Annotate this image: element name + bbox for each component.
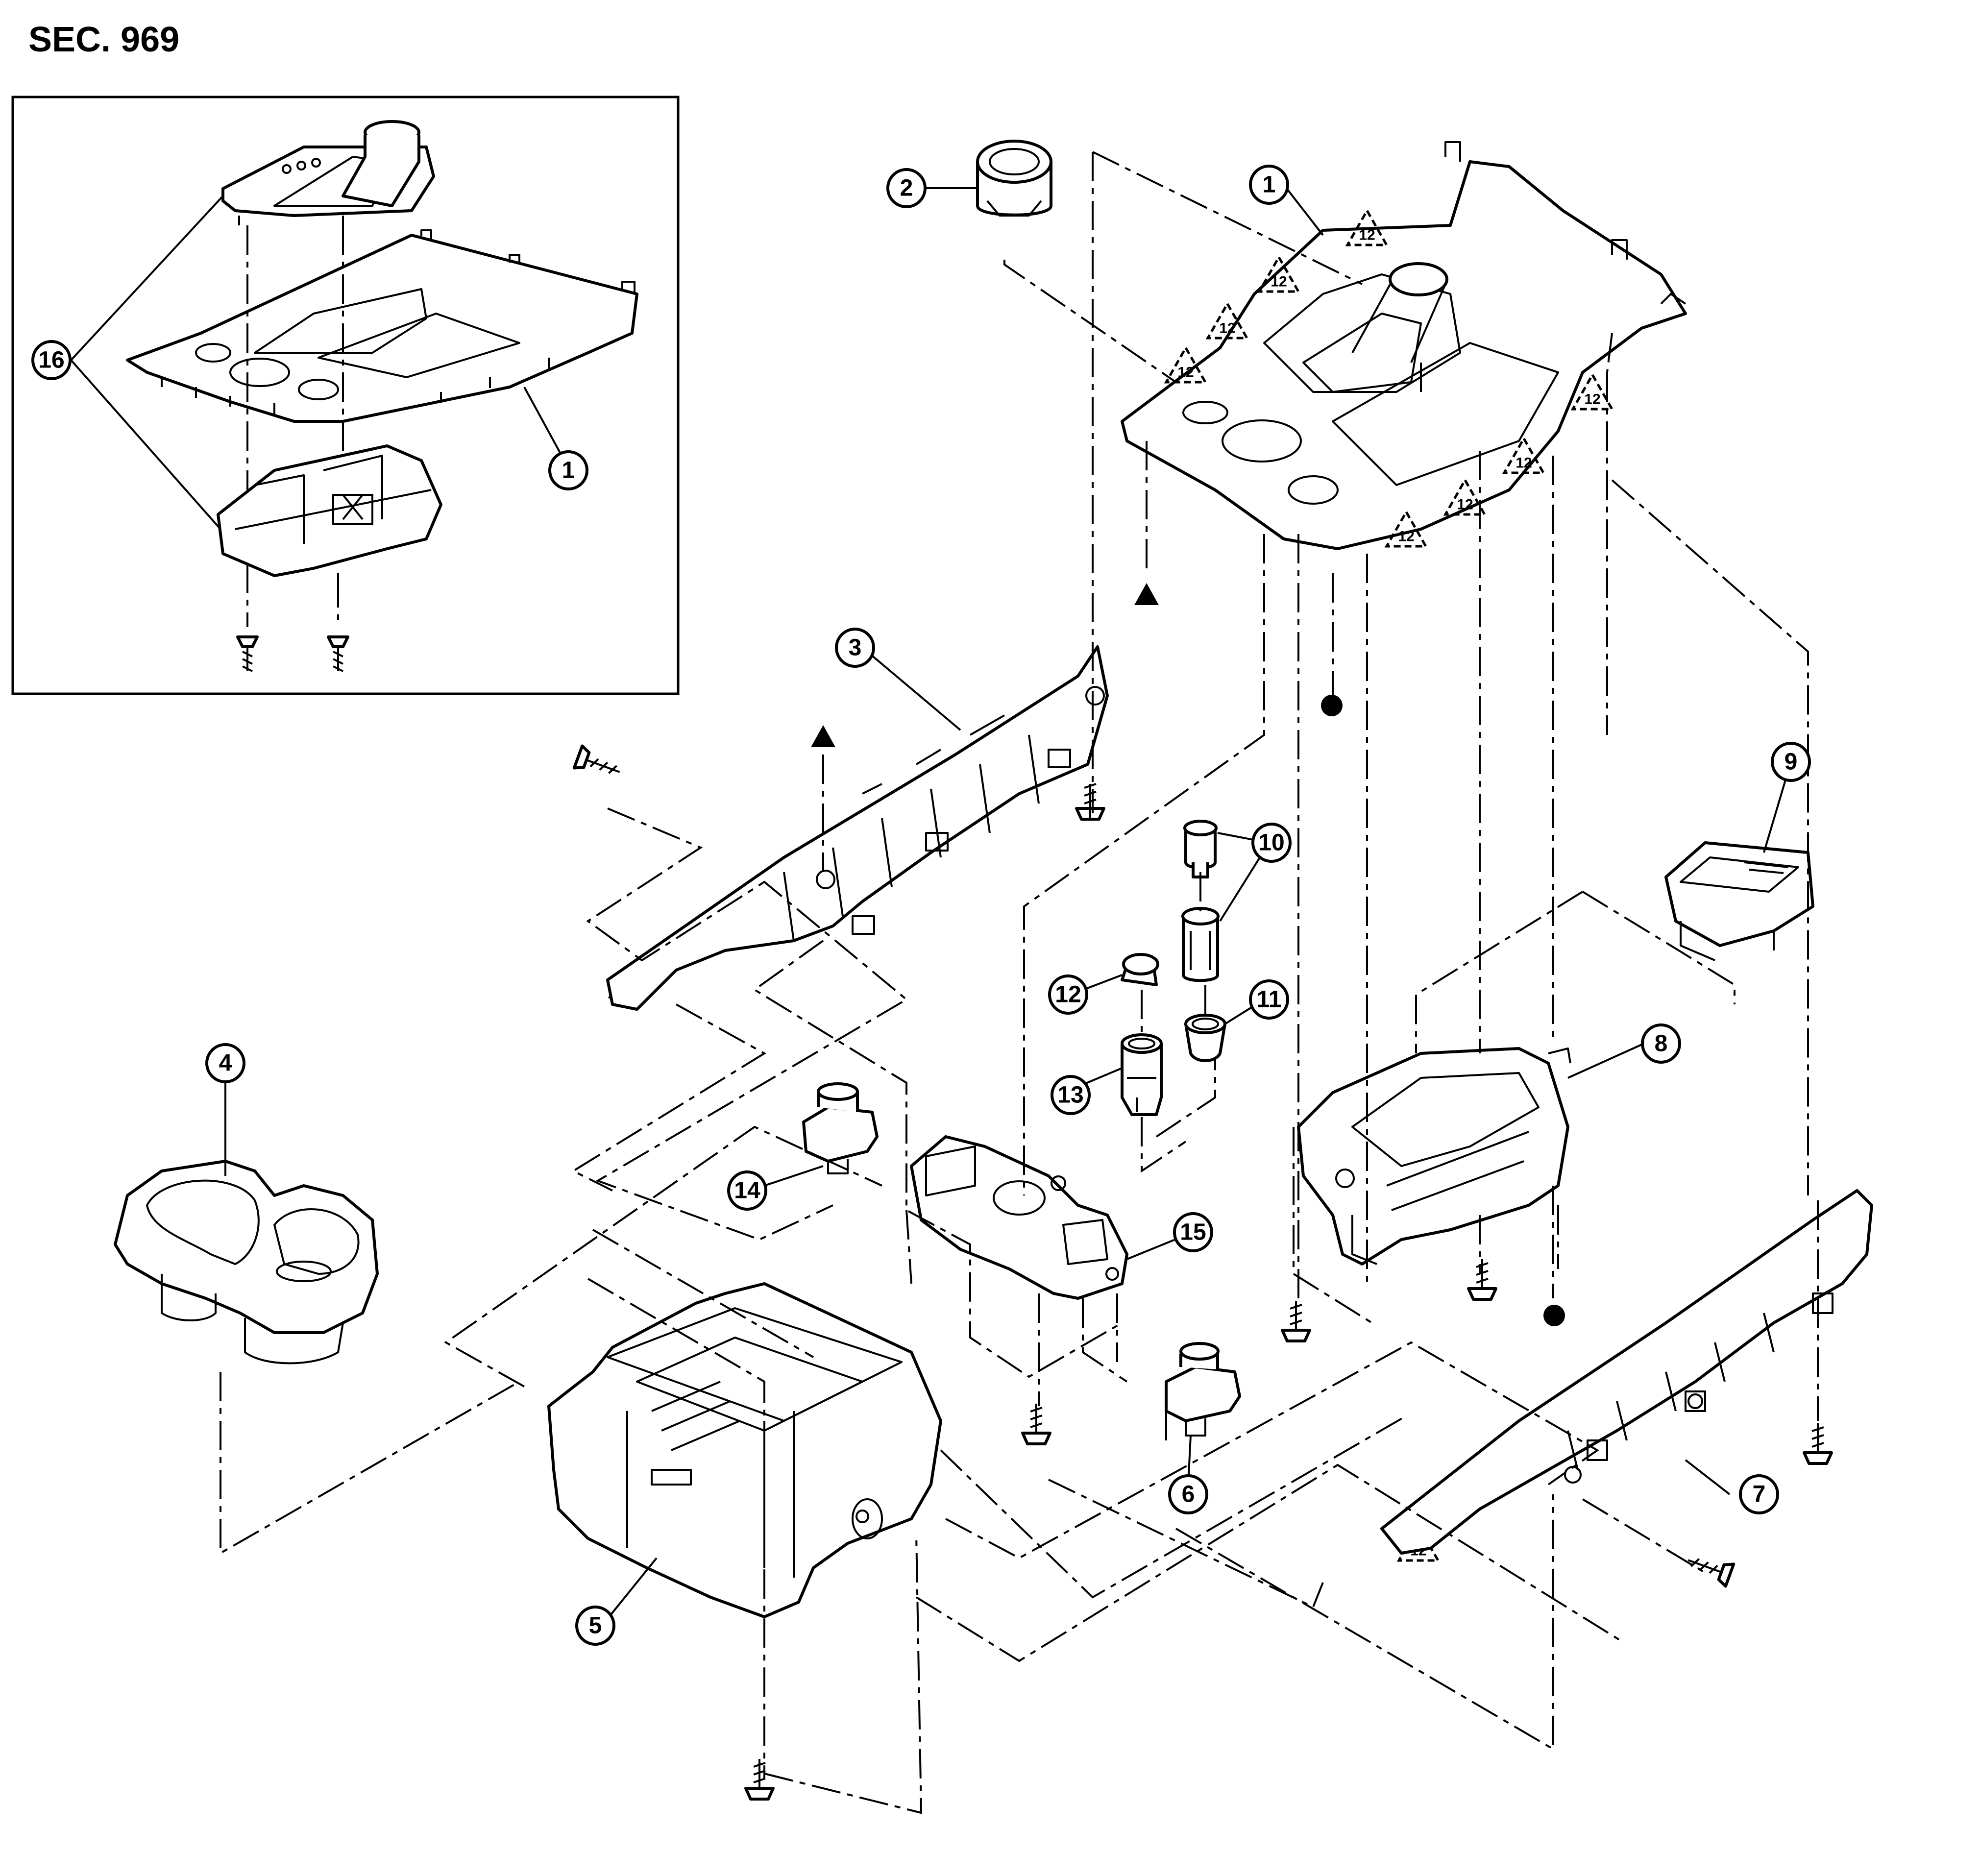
svg-text:12: 12 [1359,227,1375,244]
callout-16: 16 [31,340,72,380]
screw-icon [572,744,620,774]
inset-console-finisher [126,229,638,423]
callout-12: 12 [1048,975,1088,1015]
screw-icon [744,1759,775,1801]
svg-text:3: 3 [849,635,862,661]
screw-icon [1281,1301,1311,1342]
triangle-marker [811,583,1159,747]
inset-bracket [217,444,442,588]
cup-holder-part-4 [114,1160,379,1364]
svg-text:5: 5 [589,1613,602,1639]
svg-text:1: 1 [1263,172,1276,198]
tray-part-8 [1297,1047,1571,1266]
socket-body-part-13 [1121,1033,1163,1116]
callout-1-inset: 1 [548,450,588,490]
screw-icon [1467,1259,1497,1301]
callout-9: 9 [1771,742,1811,782]
console-body-part-5 [547,1282,942,1618]
svg-text:6: 6 [1182,1482,1195,1508]
callout-5: 5 [575,1606,615,1646]
svg-text:7: 7 [1753,1482,1766,1508]
assembly-lines [220,151,1819,1814]
screw-icon [1021,1404,1051,1445]
callout-1: 1 [1249,165,1289,205]
svg-text:1: 1 [562,458,575,484]
callout-11: 11 [1249,979,1289,1020]
side-finisher-part-7 [1380,1189,1873,1555]
callout-6: 6 [1168,1474,1208,1514]
switch-part-6 [1165,1342,1241,1437]
svg-text:12: 12 [1584,391,1600,408]
callout-4: 4 [205,1043,245,1083]
screw-icon [1687,1558,1736,1588]
ring-part-11 [1184,1014,1226,1062]
inset-detail-box [11,96,680,695]
callout-2: 2 [886,168,927,208]
screw-icon [1803,1423,1833,1465]
pocket-part-9 [1664,841,1814,961]
screws [572,744,1833,1801]
svg-text:12: 12 [1055,982,1081,1008]
shift-knob-part-2 [976,140,1052,217]
svg-text:12: 12 [1271,274,1287,290]
svg-text:12: 12 [1516,455,1532,471]
bracket-part-15 [910,1135,1128,1300]
svg-text:16: 16 [38,347,64,373]
callout-10: 10 [1251,823,1292,863]
console-finisher-part-1 [1121,141,1687,550]
callout-13: 13 [1051,1075,1091,1115]
svg-text:10: 10 [1258,830,1284,856]
switch-part-14 [802,1082,879,1174]
cap-part-12 [1121,953,1159,986]
dot-marker [1321,695,1565,1326]
inset-screw-left [236,635,259,672]
callout-3: 3 [835,628,875,668]
svg-text:13: 13 [1057,1082,1083,1108]
callout-8: 8 [1641,1023,1681,1064]
screw-icon [1075,783,1105,821]
svg-text:4: 4 [219,1050,232,1076]
callout-15: 15 [1173,1212,1213,1252]
callout-7: 7 [1739,1474,1779,1514]
page-title: SEC. 969 [28,20,180,59]
side-finisher-part-3 [606,645,1109,1011]
svg-text:12: 12 [1177,365,1194,381]
svg-text:12: 12 [1219,320,1235,337]
svg-text:9: 9 [1784,749,1798,775]
callout-14: 14 [727,1170,767,1211]
power-socket-part-10 [1181,820,1220,982]
svg-text:11: 11 [1257,987,1282,1013]
inset-screw-right [327,635,349,672]
svg-text:12: 12 [1398,529,1414,545]
inset-shift-cover [221,120,435,235]
svg-text:2: 2 [900,175,913,201]
svg-text:8: 8 [1655,1031,1668,1057]
svg-text:15: 15 [1180,1219,1206,1245]
svg-text:14: 14 [734,1178,760,1204]
svg-text:12: 12 [1457,497,1473,513]
